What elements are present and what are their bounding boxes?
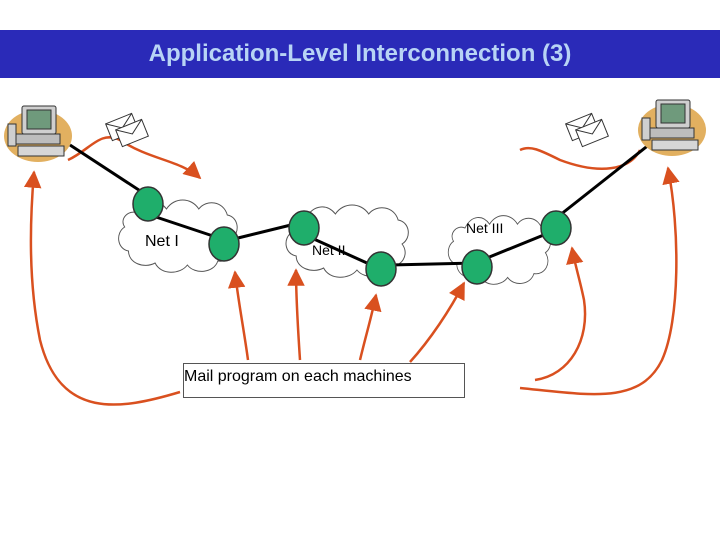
net-label-2: Net II: [312, 242, 345, 258]
link-pc-left-r1: [69, 143, 149, 198]
envelope-icon: [105, 112, 149, 148]
net-label-3: Net III: [466, 220, 503, 236]
arrow-router-2: [287, 268, 305, 361]
net-label-1: Net I: [145, 233, 179, 250]
mail-program-box: Mail program on each machines: [183, 363, 465, 398]
arrow-left-pc: [23, 170, 181, 406]
router-icon: [540, 210, 572, 246]
computer-icon: [3, 105, 73, 163]
router-icon: [461, 249, 493, 285]
title-bar: Application-Level Interconnection (3): [0, 30, 720, 78]
arrow-router-1: [227, 270, 250, 361]
slide-title: Application-Level Interconnection (3): [148, 40, 572, 67]
router-icon: [208, 226, 240, 262]
arrow-router-3: [358, 293, 382, 361]
arrow-to-router-5: [534, 246, 587, 382]
envelope-icon: [565, 112, 609, 148]
link-r6-pc-right: [559, 138, 656, 217]
computer-icon: [637, 99, 707, 157]
router-icon: [288, 210, 320, 246]
mail-program-label: Mail program on each machines: [184, 368, 412, 385]
arrow-right-pc: [519, 166, 680, 396]
link-r3-r4: [304, 233, 379, 270]
arrow-router-4: [409, 281, 466, 363]
network-links: [69, 138, 656, 270]
router-icon: [365, 251, 397, 287]
routers: [132, 186, 572, 287]
router-icon: [132, 186, 164, 222]
